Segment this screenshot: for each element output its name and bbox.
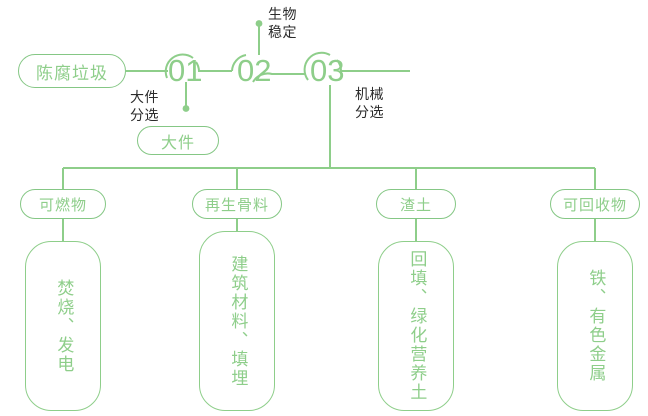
arc-step02-lower-right xyxy=(252,72,306,83)
step-number-02: 02 xyxy=(237,53,272,88)
source-node-label: 陈腐垃圾 xyxy=(36,63,108,83)
step-caption-02: 生物 稳定 xyxy=(268,6,297,40)
detail-text-2: 回填、绿化营养土 xyxy=(407,250,427,402)
output-node-zaishenggujiliao[interactable]: 再生骨料 xyxy=(192,189,282,219)
side-output-label: 大件 xyxy=(160,134,195,152)
step-number-01: 01 xyxy=(168,53,203,88)
output-label-2: 渣土 xyxy=(399,196,432,214)
detail-text-3: 铁、有色金属 xyxy=(586,269,606,383)
dot-dayijian xyxy=(182,105,190,112)
side-output-node-dajian[interactable]: 大件 xyxy=(137,126,219,155)
arc-step02-upper xyxy=(231,54,247,72)
source-node-chenfulaji[interactable]: 陈腐垃圾 xyxy=(18,54,126,88)
output-label-3: 可回收物 xyxy=(562,196,627,214)
output-node-zhatu[interactable]: 渣土 xyxy=(376,189,456,219)
arc-step03-upper xyxy=(303,51,331,81)
step-number-03: 03 xyxy=(310,53,345,88)
arc-step01-upper xyxy=(164,53,194,79)
step-caption-03: 机械 分选 xyxy=(355,86,384,120)
arc-step01-right xyxy=(195,61,232,72)
output-node-keranwu[interactable]: 可燃物 xyxy=(20,189,106,219)
step-caption-01: 大件 分选 xyxy=(130,89,159,123)
detail-box-keranwu[interactable]: 焚烧、发电 xyxy=(25,241,101,411)
detail-box-kehuishouwu[interactable]: 铁、有色金属 xyxy=(557,241,633,411)
detail-text-0: 焚烧、发电 xyxy=(54,278,74,374)
output-label-1: 再生骨料 xyxy=(204,196,269,214)
output-node-kehuishouwu[interactable]: 可回收物 xyxy=(550,189,640,219)
detail-box-zaishenggujiliao[interactable]: 建筑材料、填埋 xyxy=(199,231,275,411)
dot-biostable xyxy=(255,20,263,27)
detail-text-1: 建筑材料、填埋 xyxy=(228,254,248,388)
output-label-0: 可燃物 xyxy=(38,196,87,214)
arc-step03-right xyxy=(336,59,410,72)
detail-box-zhatu[interactable]: 回填、绿化营养土 xyxy=(378,241,454,411)
